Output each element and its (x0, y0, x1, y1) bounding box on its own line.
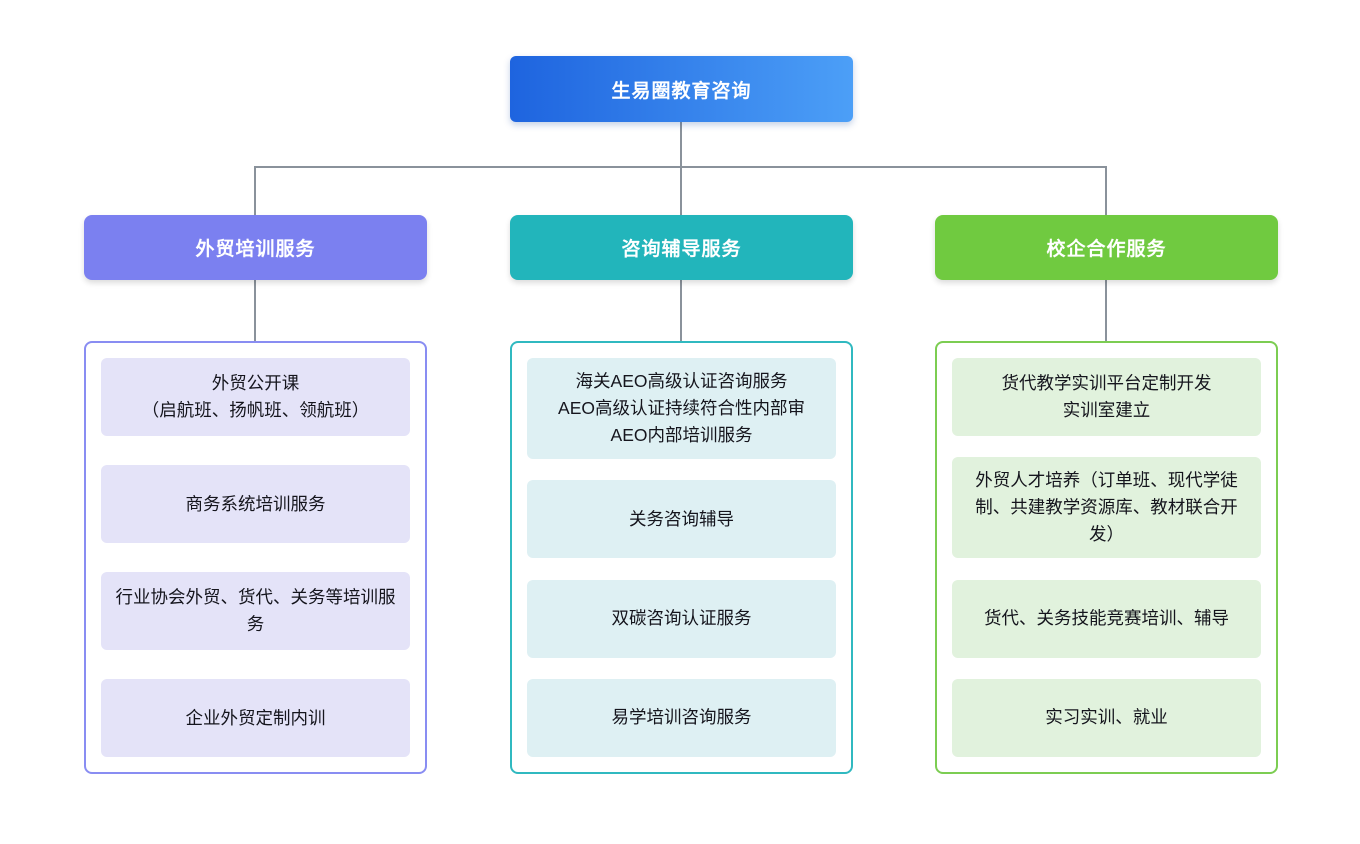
branch-group-school-enterprise: 货代教学实训平台定制开发 实训室建立 外贸人才培养（订单班、现代学徒制、共建教学… (935, 341, 1278, 774)
sub-item-label: 实习实训、就业 (1045, 707, 1168, 728)
branch-header-label: 咨询辅导服务 (621, 239, 742, 260)
sub-item[interactable]: 外贸人才培养（订单班、现代学徒制、共建教学资源库、教材联合开发） (952, 457, 1261, 559)
sub-item[interactable]: 双碳咨询认证服务 (527, 579, 836, 658)
sub-item-label: 货代教学实训平台定制开发 实训室建立 (1001, 373, 1212, 420)
sub-item[interactable]: 商务系统培训服务 (101, 465, 410, 543)
sub-item-label: 海关AEO高级认证咨询服务 AEO高级认证持续符合性内部审 AEO内部培训服务 (558, 371, 805, 445)
sub-item[interactable]: 企业外贸定制内训 (101, 679, 410, 757)
branch-header-label: 校企合作服务 (1046, 239, 1167, 260)
connector-spine (255, 166, 1107, 168)
sub-item-label: 外贸公开课 （启航班、扬帆班、领航班） (141, 373, 370, 420)
connector-stub-right (1105, 166, 1107, 216)
sub-item-label: 易学培训咨询服务 (611, 707, 752, 728)
sub-item[interactable]: 外贸公开课 （启航班、扬帆班、领航班） (101, 358, 410, 436)
root-node-label: 生易圈教育咨询 (611, 80, 752, 102)
sub-item[interactable]: 货代、关务技能竞赛培训、辅导 (952, 579, 1261, 658)
sub-item[interactable]: 海关AEO高级认证咨询服务 AEO高级认证持续符合性内部审 AEO内部培训服务 (527, 358, 836, 459)
branch-header-label: 外贸培训服务 (195, 239, 316, 260)
connector-branch1-drop (254, 279, 256, 342)
sub-item-label: 商务系统培训服务 (185, 493, 326, 514)
branch-group-consulting: 海关AEO高级认证咨询服务 AEO高级认证持续符合性内部审 AEO内部培训服务 … (510, 341, 853, 774)
sub-item[interactable]: 关务咨询辅导 (527, 480, 836, 559)
sub-item[interactable]: 实习实训、就业 (952, 678, 1261, 757)
sub-item[interactable]: 货代教学实训平台定制开发 实训室建立 (952, 358, 1261, 436)
sub-item-label: 外贸人才培养（订单班、现代学徒制、共建教学资源库、教材联合开发） (975, 470, 1238, 545)
connector-root-drop (680, 121, 682, 216)
sub-item-label: 双碳咨询认证服务 (611, 608, 752, 629)
root-node[interactable]: 生易圈教育咨询 (510, 56, 853, 122)
sub-item[interactable]: 行业协会外贸、货代、关务等培训服务 (101, 572, 410, 650)
sub-item-label: 关务咨询辅导 (629, 508, 734, 529)
sub-item-label: 企业外贸定制内训 (185, 707, 326, 728)
branch-header-consulting[interactable]: 咨询辅导服务 (510, 215, 853, 280)
connector-stub-left (254, 166, 256, 216)
branch-group-trade-training: 外贸公开课 （启航班、扬帆班、领航班） 商务系统培训服务 行业协会外贸、货代、关… (84, 341, 427, 774)
sub-item-label: 行业协会外贸、货代、关务等培训服务 (115, 587, 396, 634)
sub-item-label: 货代、关务技能竞赛培训、辅导 (984, 608, 1229, 629)
branch-header-trade-training[interactable]: 外贸培训服务 (84, 215, 427, 280)
sub-item[interactable]: 易学培训咨询服务 (527, 678, 836, 757)
connector-branch2-drop (680, 279, 682, 342)
connector-branch3-drop (1105, 279, 1107, 342)
branch-header-school-enterprise[interactable]: 校企合作服务 (935, 215, 1278, 280)
